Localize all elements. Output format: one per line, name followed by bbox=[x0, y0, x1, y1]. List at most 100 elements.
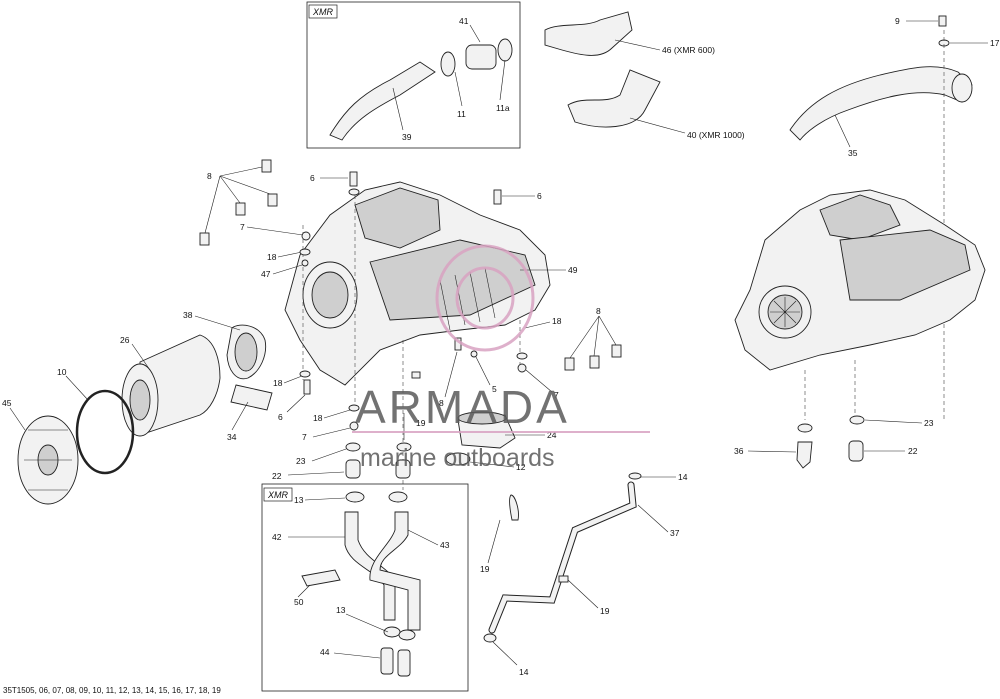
watermark-tagline: marine outboards bbox=[360, 444, 555, 472]
plug-22b bbox=[848, 440, 864, 462]
clamp-23a bbox=[345, 442, 361, 452]
callout-label: 22 bbox=[908, 446, 918, 456]
sleeve-41 bbox=[465, 44, 497, 70]
callout-label: 12 bbox=[516, 462, 526, 472]
right-hose-group: 35 9 17 bbox=[789, 15, 1000, 420]
callout-label: 7 bbox=[240, 222, 245, 232]
callout-label: 18 bbox=[552, 316, 562, 326]
clamp-11a bbox=[497, 38, 513, 62]
callout-label: 19 bbox=[600, 606, 610, 616]
watermark-brand: ARMADA bbox=[355, 381, 570, 433]
callout-label: 50 bbox=[294, 597, 304, 607]
callout-label: 10 bbox=[57, 367, 67, 377]
clamp-11 bbox=[440, 51, 456, 77]
callout-label: 9 bbox=[895, 16, 900, 26]
callout-label: 23 bbox=[296, 456, 306, 466]
xmr-top-tag: XMR bbox=[312, 7, 334, 17]
callout-label: 47 bbox=[261, 269, 271, 279]
callout-label: 6 bbox=[310, 173, 315, 183]
clips-8-left: 8 bbox=[199, 159, 278, 246]
clamp-13a bbox=[345, 491, 365, 503]
callout-label: 38 bbox=[183, 310, 193, 320]
callout-label: 24 bbox=[547, 430, 557, 440]
washer-18a bbox=[299, 248, 311, 256]
clamp-14b bbox=[483, 633, 497, 643]
callout-label: 13 bbox=[336, 605, 346, 615]
tie-19c bbox=[558, 575, 569, 583]
callout-label: 39 bbox=[402, 132, 412, 142]
callout-label: 18 bbox=[313, 413, 323, 423]
callout-label: 23 bbox=[924, 418, 934, 428]
callout-label: 6 bbox=[537, 191, 542, 201]
callout-label: 22 bbox=[272, 471, 282, 481]
callout-label: 19 bbox=[416, 418, 426, 428]
callout-label: 49 bbox=[568, 265, 578, 275]
callout-label: 40 (XMR 1000) bbox=[687, 130, 745, 140]
callout-label: 37 bbox=[670, 528, 680, 538]
label-50 bbox=[301, 569, 341, 587]
grommet-47 bbox=[301, 259, 309, 267]
bolt-6a bbox=[349, 171, 358, 187]
callout-label: 8 bbox=[207, 171, 212, 181]
bolt-6b bbox=[493, 189, 502, 205]
callout-label: 42 bbox=[272, 532, 282, 542]
callout-label: 45 bbox=[2, 398, 12, 408]
air-duct-40 bbox=[567, 69, 661, 128]
nut-7b bbox=[349, 421, 359, 431]
callout-label: 46 (XMR 600) bbox=[662, 45, 715, 55]
callout-label: 8 bbox=[439, 398, 444, 408]
clamp-12 bbox=[445, 452, 471, 466]
filter-assembly: 38 26 10 45 34 bbox=[2, 310, 273, 505]
callout-label: 6 bbox=[278, 412, 283, 422]
hose-42 bbox=[344, 511, 396, 621]
drain-36 bbox=[796, 441, 813, 469]
callout-label: 13 bbox=[294, 495, 304, 505]
bolt-9 bbox=[938, 15, 947, 27]
xmr-bottom-tag: XMR bbox=[267, 490, 289, 500]
callout-label: 35 bbox=[848, 148, 858, 158]
callout-label: 43 bbox=[440, 540, 450, 550]
callout-label: 14 bbox=[519, 667, 529, 677]
plug-22a bbox=[345, 459, 361, 479]
intake-hose-39 bbox=[329, 61, 436, 141]
callout-label: 14 bbox=[678, 472, 688, 482]
clamp-14a bbox=[628, 472, 642, 480]
callout-label: 34 bbox=[227, 432, 237, 442]
bolt-6c bbox=[303, 379, 311, 395]
callout-label: 44 bbox=[320, 647, 330, 657]
callout-label: 41 bbox=[459, 16, 469, 26]
xmr-bottom-inset: XMR 13 42 43 50 13 44 bbox=[261, 483, 469, 692]
airbox-main bbox=[284, 181, 551, 490]
callout-label: 7 bbox=[554, 390, 559, 400]
callout-label: 36 bbox=[734, 446, 744, 456]
callout-label: 8 bbox=[596, 306, 601, 316]
air-filter-26 bbox=[139, 334, 221, 436]
xmr-top-inset: XMR 41 11 11a 39 bbox=[306, 1, 521, 149]
strap-19b bbox=[509, 494, 519, 521]
callout-label: 5 bbox=[492, 384, 497, 394]
washer-18b bbox=[299, 370, 311, 378]
nut-7c bbox=[517, 363, 527, 373]
label-34 bbox=[230, 384, 273, 411]
callout-label: 26 bbox=[120, 335, 130, 345]
callout-label: 11 bbox=[457, 109, 466, 119]
callout-label: 19 bbox=[480, 564, 490, 574]
callout-label: 11a bbox=[496, 103, 510, 113]
hose-43 bbox=[369, 511, 421, 631]
footer-code: 35T1505, 06, 07, 08, 09, 10, 11, 12, 13,… bbox=[3, 686, 221, 695]
intake-hose-35 bbox=[789, 66, 973, 141]
plugs-44 bbox=[380, 647, 394, 675]
watermark: ARMADA marine outboards bbox=[352, 244, 650, 472]
callout-label: 18 bbox=[273, 378, 283, 388]
callout-label: 18 bbox=[267, 252, 277, 262]
oring-10 bbox=[75, 389, 135, 475]
nut-7a bbox=[301, 231, 311, 241]
callout-label: 17 bbox=[990, 38, 1000, 48]
clips-8-right: 8 bbox=[564, 306, 622, 371]
air-duct-46 bbox=[544, 11, 633, 56]
airbox-right bbox=[734, 189, 986, 420]
callout-label: 7 bbox=[302, 432, 307, 442]
clamp-13b bbox=[383, 626, 401, 638]
